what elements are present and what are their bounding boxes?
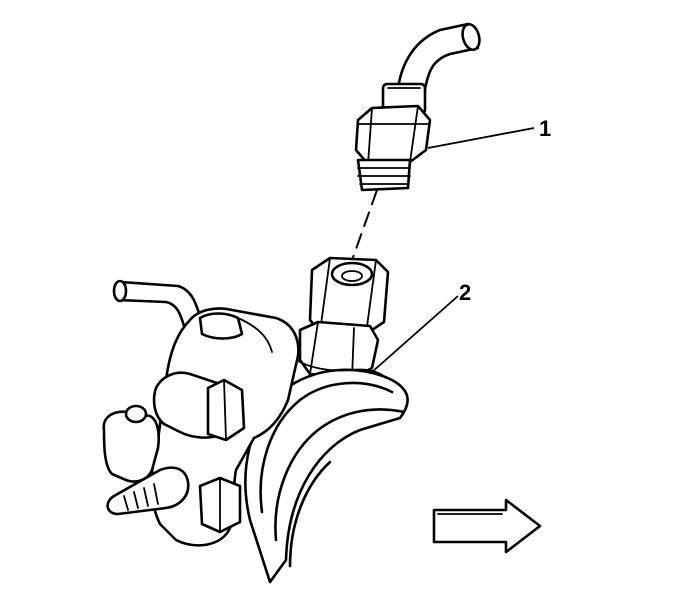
- direction-arrow-icon: [432, 498, 542, 554]
- upper-hose: [396, 22, 481, 96]
- lower-fitting: [298, 256, 390, 380]
- upper-fitting: [354, 82, 432, 192]
- leader-1: [427, 127, 535, 149]
- callout-1: 1: [539, 116, 552, 141]
- left-casting: [102, 307, 300, 547]
- leader-2: [371, 295, 459, 373]
- callout-2: 2: [459, 280, 472, 305]
